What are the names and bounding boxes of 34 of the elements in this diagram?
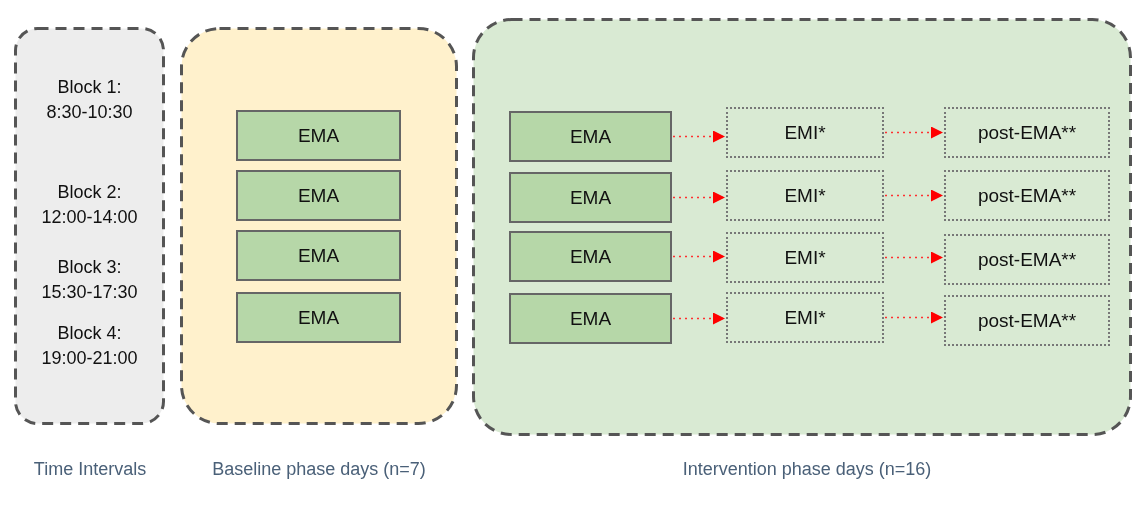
arrow (672, 130, 726, 143)
ema-box: EMA (236, 110, 401, 161)
arrow (672, 312, 726, 325)
ema-box: EMA (509, 231, 672, 282)
arrow (672, 191, 726, 204)
arrow (884, 251, 944, 264)
arrow (884, 126, 944, 139)
step-box: post-EMA** (944, 107, 1110, 158)
ema-box: EMA (509, 111, 672, 162)
ema-box: EMA (236, 230, 401, 281)
step-box: EMI* (726, 232, 884, 283)
step-box: post-EMA** (944, 234, 1110, 285)
phase-caption: Baseline phase days (n=7) (211, 458, 427, 480)
phase-panel (180, 27, 458, 425)
ema-box: EMA (509, 172, 672, 223)
step-box: post-EMA** (944, 295, 1110, 346)
time-block-text: Block 4: 19:00-21:00 (40, 322, 139, 370)
arrow (672, 250, 726, 263)
ema-box: EMA (236, 170, 401, 221)
step-box: EMI* (726, 292, 884, 343)
phase-caption: Intervention phase days (n=16) (681, 458, 933, 480)
arrow (884, 189, 944, 202)
time-block-text: Block 1: 8:30-10:30 (45, 76, 134, 124)
phase-caption: Time Intervals (32, 458, 148, 480)
step-box: EMI* (726, 107, 884, 158)
time-block-text: Block 2: 12:00-14:00 (40, 181, 139, 229)
arrow (884, 311, 944, 324)
step-box: post-EMA** (944, 170, 1110, 221)
time-block-text: Block 3: 15:30-17:30 (40, 256, 139, 304)
phase-panel (472, 18, 1132, 436)
ema-box: EMA (509, 293, 672, 344)
step-box: EMI* (726, 170, 884, 221)
phase-panel (14, 27, 165, 425)
ema-box: EMA (236, 292, 401, 343)
